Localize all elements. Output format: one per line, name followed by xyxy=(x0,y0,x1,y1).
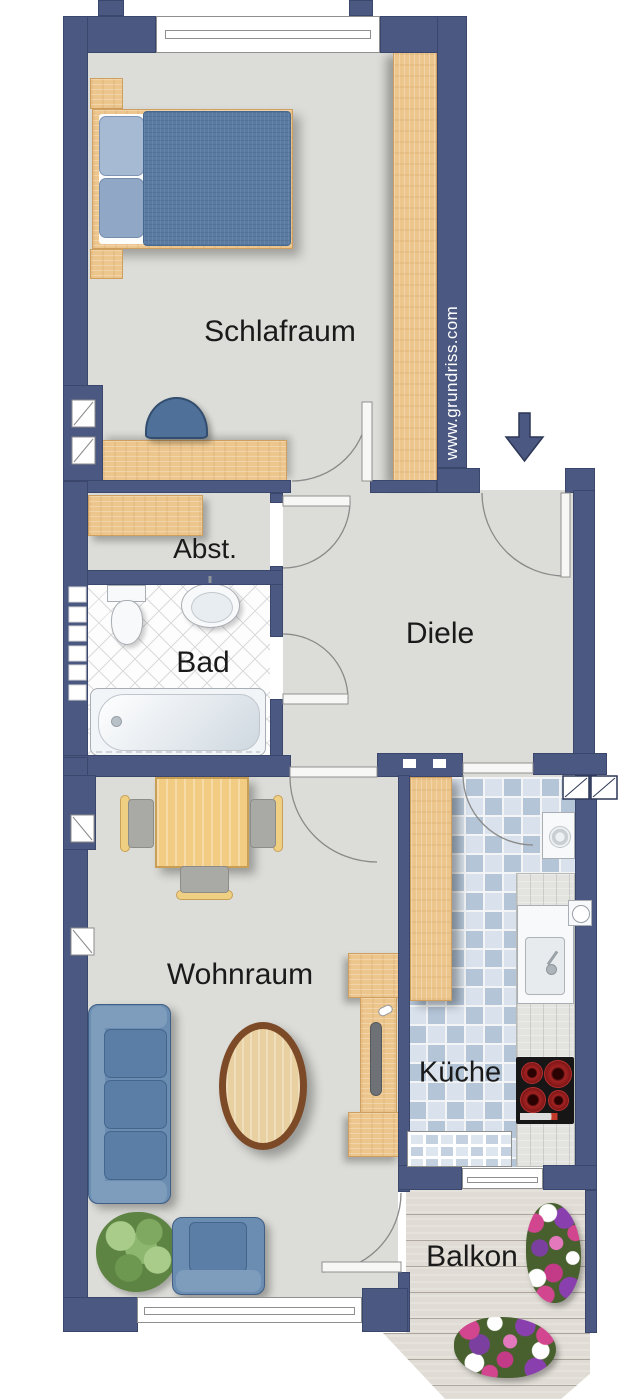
sofa-back xyxy=(91,1009,105,1201)
stove xyxy=(516,1057,574,1124)
wall-left-upper xyxy=(63,16,88,391)
wall-entry-right-top xyxy=(565,468,595,493)
wall-wohnraum-top xyxy=(63,755,291,777)
bad-sink xyxy=(181,583,240,628)
toilet-bowl xyxy=(111,600,143,645)
schlafraum-window-glazing xyxy=(165,30,371,39)
dining-chair-right-seat xyxy=(250,799,276,848)
wall-t-block xyxy=(377,753,463,777)
armchair xyxy=(172,1217,265,1295)
wall-abst-diele-c xyxy=(270,699,283,757)
wall-boiler-circle xyxy=(572,905,590,923)
abstellraum-shelf xyxy=(88,495,203,536)
sofa xyxy=(88,1004,171,1204)
sofa-armrest-bottom xyxy=(91,1181,167,1203)
watermark-text: www.grundriss.com xyxy=(442,305,461,461)
stove-burner-4 xyxy=(548,1090,569,1111)
schlafraum-label: Schlafraum xyxy=(204,315,356,348)
kitchen-cabinet xyxy=(410,777,452,1001)
schlafraum-window xyxy=(156,16,380,53)
kitchen-sink-basin xyxy=(525,937,565,995)
wall-bedroom-bottom-left xyxy=(63,480,291,493)
stove-burner-3 xyxy=(520,1087,546,1113)
bathtub xyxy=(90,688,266,756)
balkon-label: Balkon xyxy=(426,1240,518,1273)
bed-pillow-top xyxy=(99,116,144,176)
wall-abst-bad xyxy=(63,570,283,585)
wall-kueche-bottom-right xyxy=(543,1165,597,1190)
dining-chair-bottom-seat xyxy=(180,866,229,893)
wall-kueche-bottom-left xyxy=(398,1165,462,1190)
stove-burner-1 xyxy=(521,1062,543,1084)
potted-plant xyxy=(96,1212,178,1292)
wall-diele-top xyxy=(437,468,480,493)
kitchen-appliance xyxy=(542,812,575,859)
wall-wohnraum-bottom-left xyxy=(63,1297,138,1332)
diele-label: Diele xyxy=(405,617,475,650)
kitchen-appliance-ring xyxy=(549,826,571,848)
wall-top-tab-right xyxy=(349,0,373,16)
sideboard-top xyxy=(348,953,400,998)
entrance-arrow-icon xyxy=(504,412,545,463)
wohnraum-window-glazing xyxy=(144,1307,355,1315)
desk xyxy=(102,440,287,481)
wall-wohnraum-bottom-right xyxy=(362,1288,408,1332)
bathtub-drain xyxy=(111,716,122,727)
bed-duvet xyxy=(143,111,291,246)
sideboard-bottom xyxy=(348,1112,400,1157)
wall-diele-right xyxy=(573,490,595,755)
wall-boiler xyxy=(568,900,592,926)
kitchen-sink-faucet xyxy=(546,964,557,975)
wall-top-tab-left xyxy=(98,0,124,16)
sofa-cushion-1 xyxy=(104,1029,167,1078)
stove-controls xyxy=(520,1113,570,1120)
balkon-sill-window xyxy=(462,1168,543,1189)
wall-left-wohnraum-window-block xyxy=(63,775,96,850)
wall-bedroom-right xyxy=(437,16,467,468)
coffee-table xyxy=(219,1022,307,1150)
wohnraum-window xyxy=(137,1297,362,1323)
wall-diele-bottom-right xyxy=(533,753,607,775)
bad-sink-basin xyxy=(191,592,233,623)
nightstand-top xyxy=(90,78,123,109)
sofa-cushion-2 xyxy=(104,1080,167,1129)
flower-box-bottom xyxy=(454,1317,556,1378)
balkon-sill-glazing xyxy=(467,1177,538,1183)
wall-abst-diele-a xyxy=(270,493,283,503)
bed-pillow-bottom xyxy=(99,178,144,238)
armchair-seat xyxy=(189,1222,247,1272)
dining-chair-left-seat xyxy=(128,799,154,848)
wall-bedroom-bottom-right xyxy=(370,480,437,493)
wall-kueche-right xyxy=(575,775,597,1167)
wall-left-bedroom-window-block xyxy=(63,385,103,481)
stove-burner-2 xyxy=(544,1060,572,1088)
wall-wohnraum-kueche xyxy=(398,775,410,1192)
nightstand-bottom xyxy=(90,249,123,279)
wardrobe xyxy=(393,52,437,482)
armchair-back xyxy=(176,1270,261,1292)
dining-table xyxy=(155,777,249,868)
bad-label: Bad xyxy=(176,646,230,679)
sofa-armrest-top xyxy=(91,1006,167,1028)
kueche-label: Küche xyxy=(418,1056,502,1089)
wall-left-bad xyxy=(63,481,88,757)
wall-balkon-right xyxy=(585,1190,597,1333)
abstellraum-label: Abst. xyxy=(173,533,237,564)
kueche-balkon-door-panes xyxy=(407,1131,512,1167)
sofa-cushion-3 xyxy=(104,1131,167,1180)
wohnraum-label: Wohnraum xyxy=(166,958,314,991)
sideboard-slot xyxy=(370,1022,382,1096)
kitchen-sink-unit xyxy=(517,905,574,1004)
flower-box-right xyxy=(526,1203,581,1303)
bathtub-inner xyxy=(98,694,260,751)
